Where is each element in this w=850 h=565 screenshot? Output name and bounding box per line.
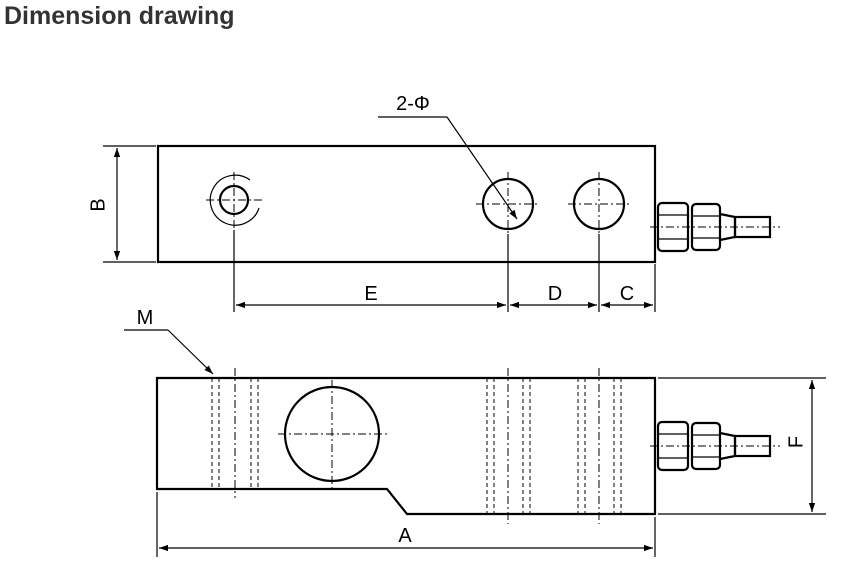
left-hole-arc <box>209 174 260 226</box>
side-view: M F A <box>124 307 826 557</box>
dimension-EDC: E D C <box>233 230 656 312</box>
left-hole-inner <box>218 184 250 216</box>
label-F: F <box>785 436 807 448</box>
side-view-body <box>155 376 657 516</box>
mount-hole-1 <box>476 172 540 234</box>
label-hole-note: 2-Φ <box>396 93 430 115</box>
label-A: A <box>398 525 412 547</box>
dimension-A: A <box>156 492 656 557</box>
label-M: M <box>137 307 154 329</box>
cable-connector-side <box>650 420 780 472</box>
left-hole <box>206 172 262 230</box>
cable-connector-top <box>650 201 780 253</box>
dimension-F: F <box>658 377 826 515</box>
label-D: D <box>548 283 562 305</box>
top-view: B 2-Φ E D C <box>87 93 780 312</box>
through-hole-1 <box>486 368 531 524</box>
label-B: B <box>87 198 109 211</box>
threaded-hole-left <box>211 368 259 498</box>
label-E: E <box>364 283 377 305</box>
mount-hole-2 <box>568 172 630 234</box>
label-C: C <box>620 283 634 305</box>
through-hole-2 <box>577 368 622 524</box>
center-bore <box>278 380 388 488</box>
top-view-body <box>156 144 657 264</box>
dimension-B: B <box>87 145 156 263</box>
hole-callout: 2-Φ <box>378 93 518 220</box>
thread-callout: M <box>124 307 214 375</box>
page-title: Dimension drawing <box>4 2 235 30</box>
